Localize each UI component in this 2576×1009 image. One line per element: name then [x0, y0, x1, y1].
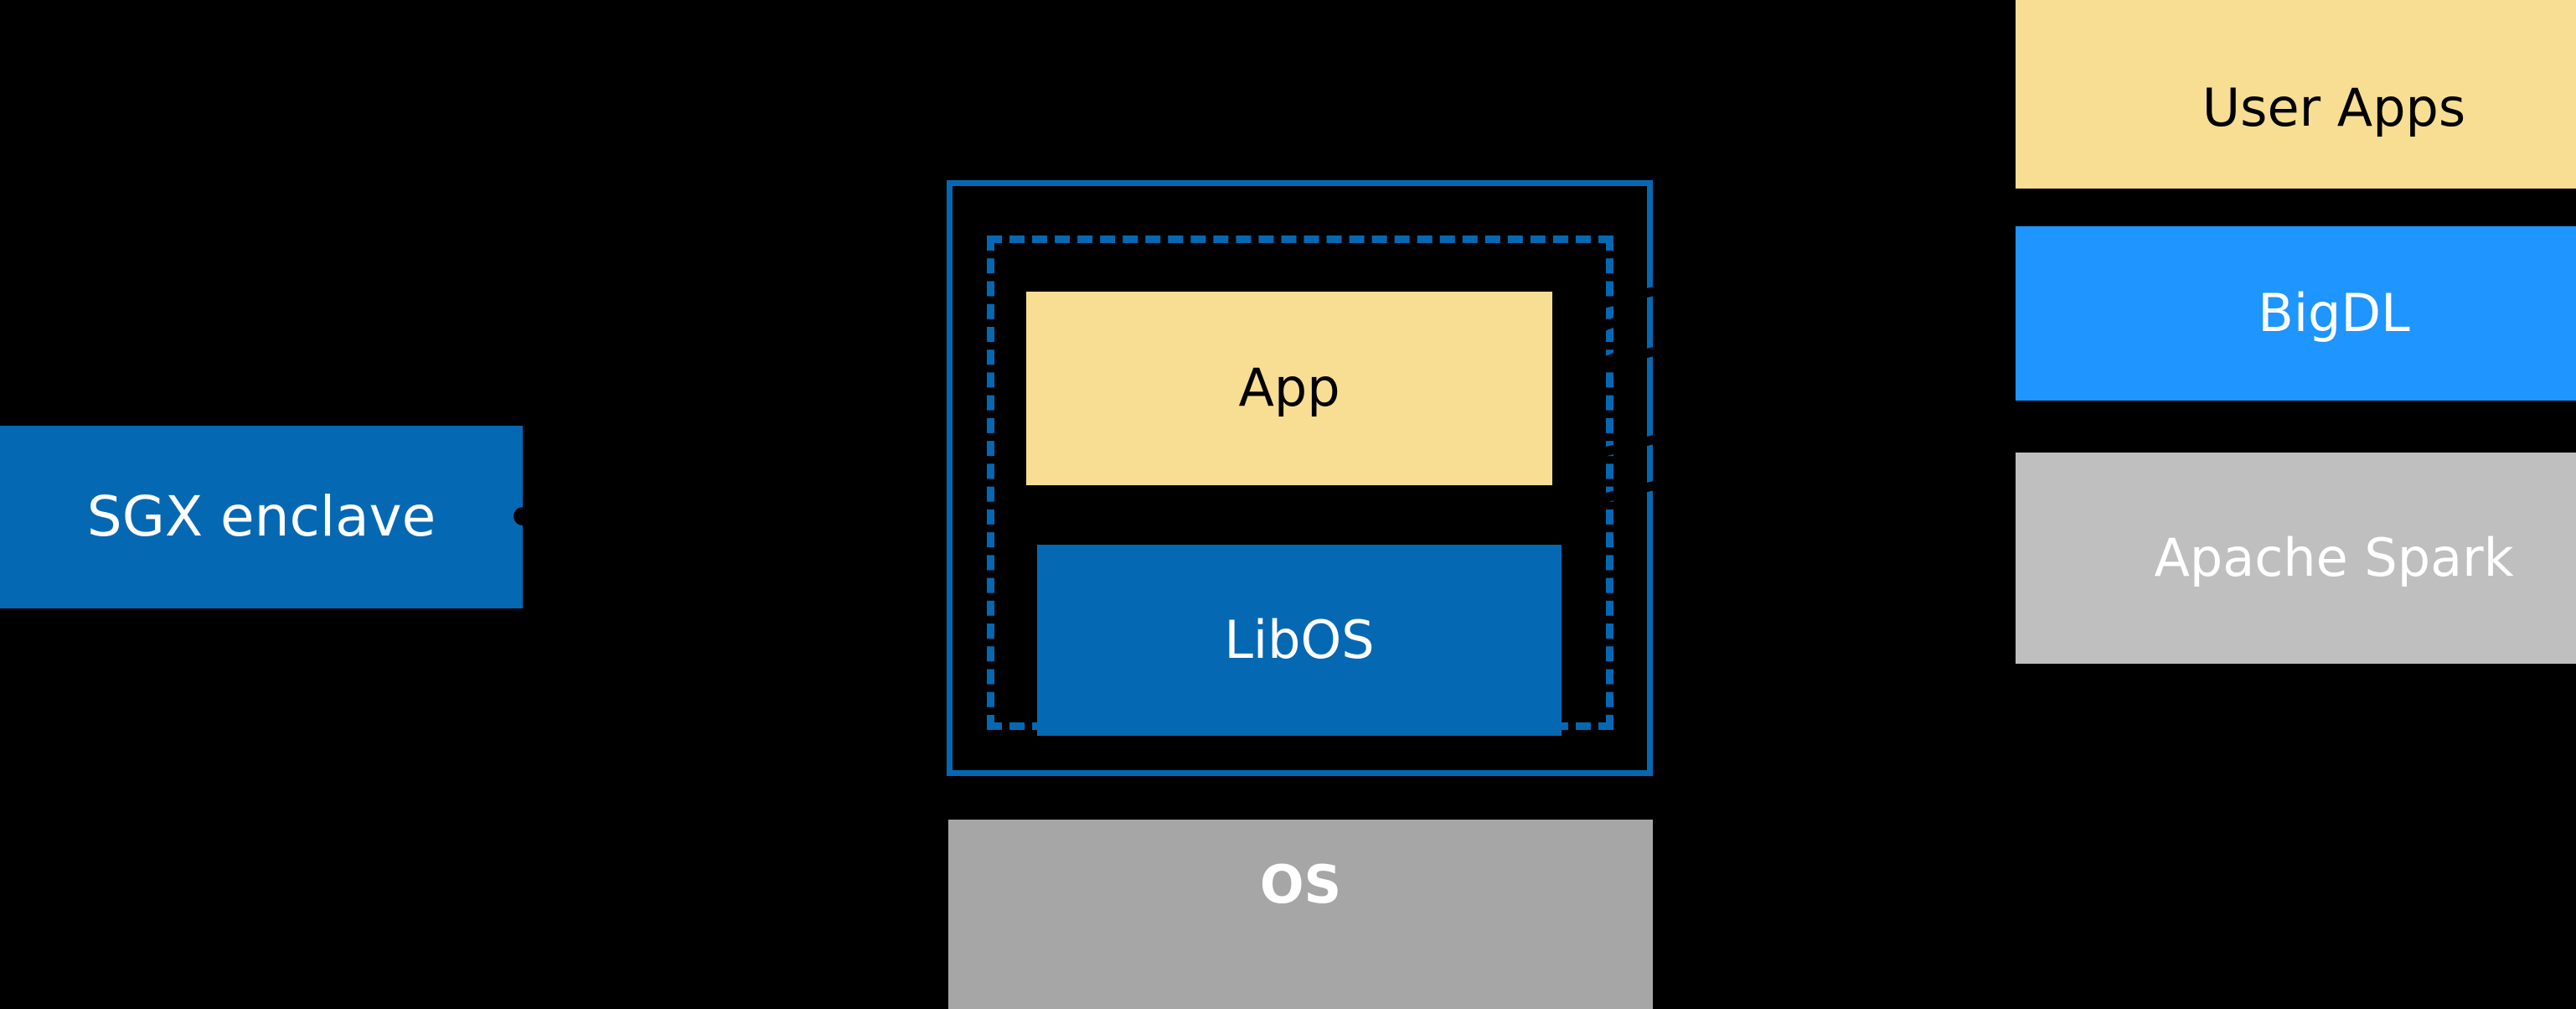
- app-box: App: [1026, 292, 1552, 485]
- enclave-outer-boundary: [947, 180, 1653, 776]
- app-label: App: [1238, 357, 1340, 419]
- user-apps-box: User Apps: [2016, 0, 2576, 189]
- os-label: OS: [1259, 854, 1342, 915]
- app-connector-dot-icon: [1542, 189, 1561, 208]
- user-apps-label: User Apps: [2202, 76, 2466, 138]
- sgx-enclave-box: SGX enclave: [0, 426, 523, 608]
- apache-spark-label: Apache Spark: [2154, 526, 2514, 588]
- apache-spark-box: Apache Spark: [2016, 453, 2576, 664]
- libos-label: LibOS: [1224, 608, 1375, 670]
- sgx-connector-dot-icon: [514, 507, 532, 525]
- bigdl-label: BigDL: [2258, 282, 2410, 344]
- sgx-enclave-label: SGX enclave: [86, 484, 436, 549]
- bigdl-box: BigDL: [2016, 226, 2576, 401]
- os-box: OS: [948, 820, 1653, 1009]
- libos-box: LibOS: [1037, 545, 1562, 736]
